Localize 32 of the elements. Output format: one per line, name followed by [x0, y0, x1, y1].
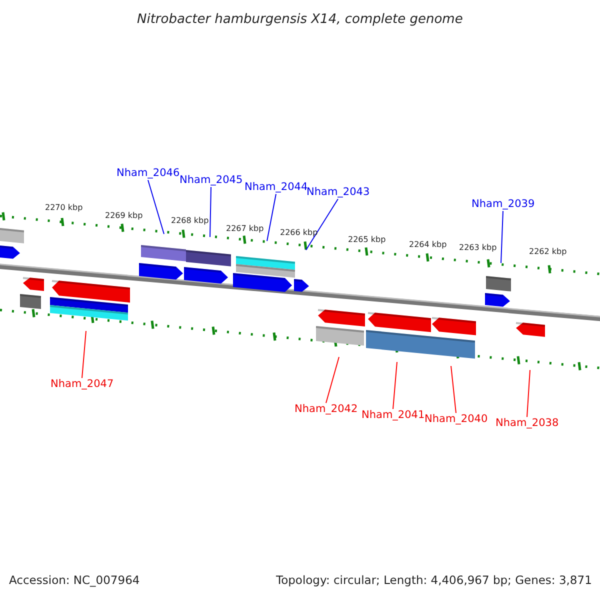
scale-label: 2263 kbp: [459, 244, 497, 252]
gene-label: Nham_2040: [424, 414, 488, 424]
gene-label: Nham_2043: [306, 186, 370, 197]
gene-label: Nham_2044: [244, 182, 308, 192]
leader-line: [500, 210, 504, 264]
gene-label: Nham_2041: [362, 410, 425, 420]
gene-label: Nham_2045: [180, 174, 243, 185]
scale-label: 2270 kbp: [45, 204, 83, 212]
scale-label: 2262 kbp: [529, 248, 567, 256]
leader-line: [82, 330, 86, 378]
gene-label: Nham_2042: [294, 404, 358, 414]
gene-label: Nham_2038: [496, 418, 559, 428]
gene-label: Nham_2046: [116, 168, 180, 178]
genome-summary: Topology: circular; Length: 4,406,967 bp; Genes: 3,871: [276, 575, 592, 586]
scale-label: 2265 kbp: [348, 236, 386, 244]
leader-line: [266, 194, 276, 242]
scale-label: 2267 kbp: [226, 225, 264, 233]
leader-line: [306, 198, 338, 250]
gene-label: Nham_2047: [50, 378, 114, 389]
title: Nitrobacter hamburgensis X14, complete genome: [137, 12, 463, 26]
leader-line: [450, 366, 456, 414]
leader-line: [526, 370, 530, 418]
gene-label: Nham_2039: [472, 198, 535, 209]
leader-line: [392, 362, 398, 410]
scale-label: 2264 kbp: [409, 241, 447, 249]
scale-label: 2268 kbp: [171, 217, 209, 225]
leader-line: [210, 186, 212, 238]
accession-text: Accession: NC_007964: [9, 575, 140, 586]
scale-label: 2269 kbp: [105, 212, 143, 220]
leader-line: [148, 180, 164, 234]
leader-line: [326, 356, 340, 404]
scale-label: 2266 kbp: [280, 229, 318, 237]
